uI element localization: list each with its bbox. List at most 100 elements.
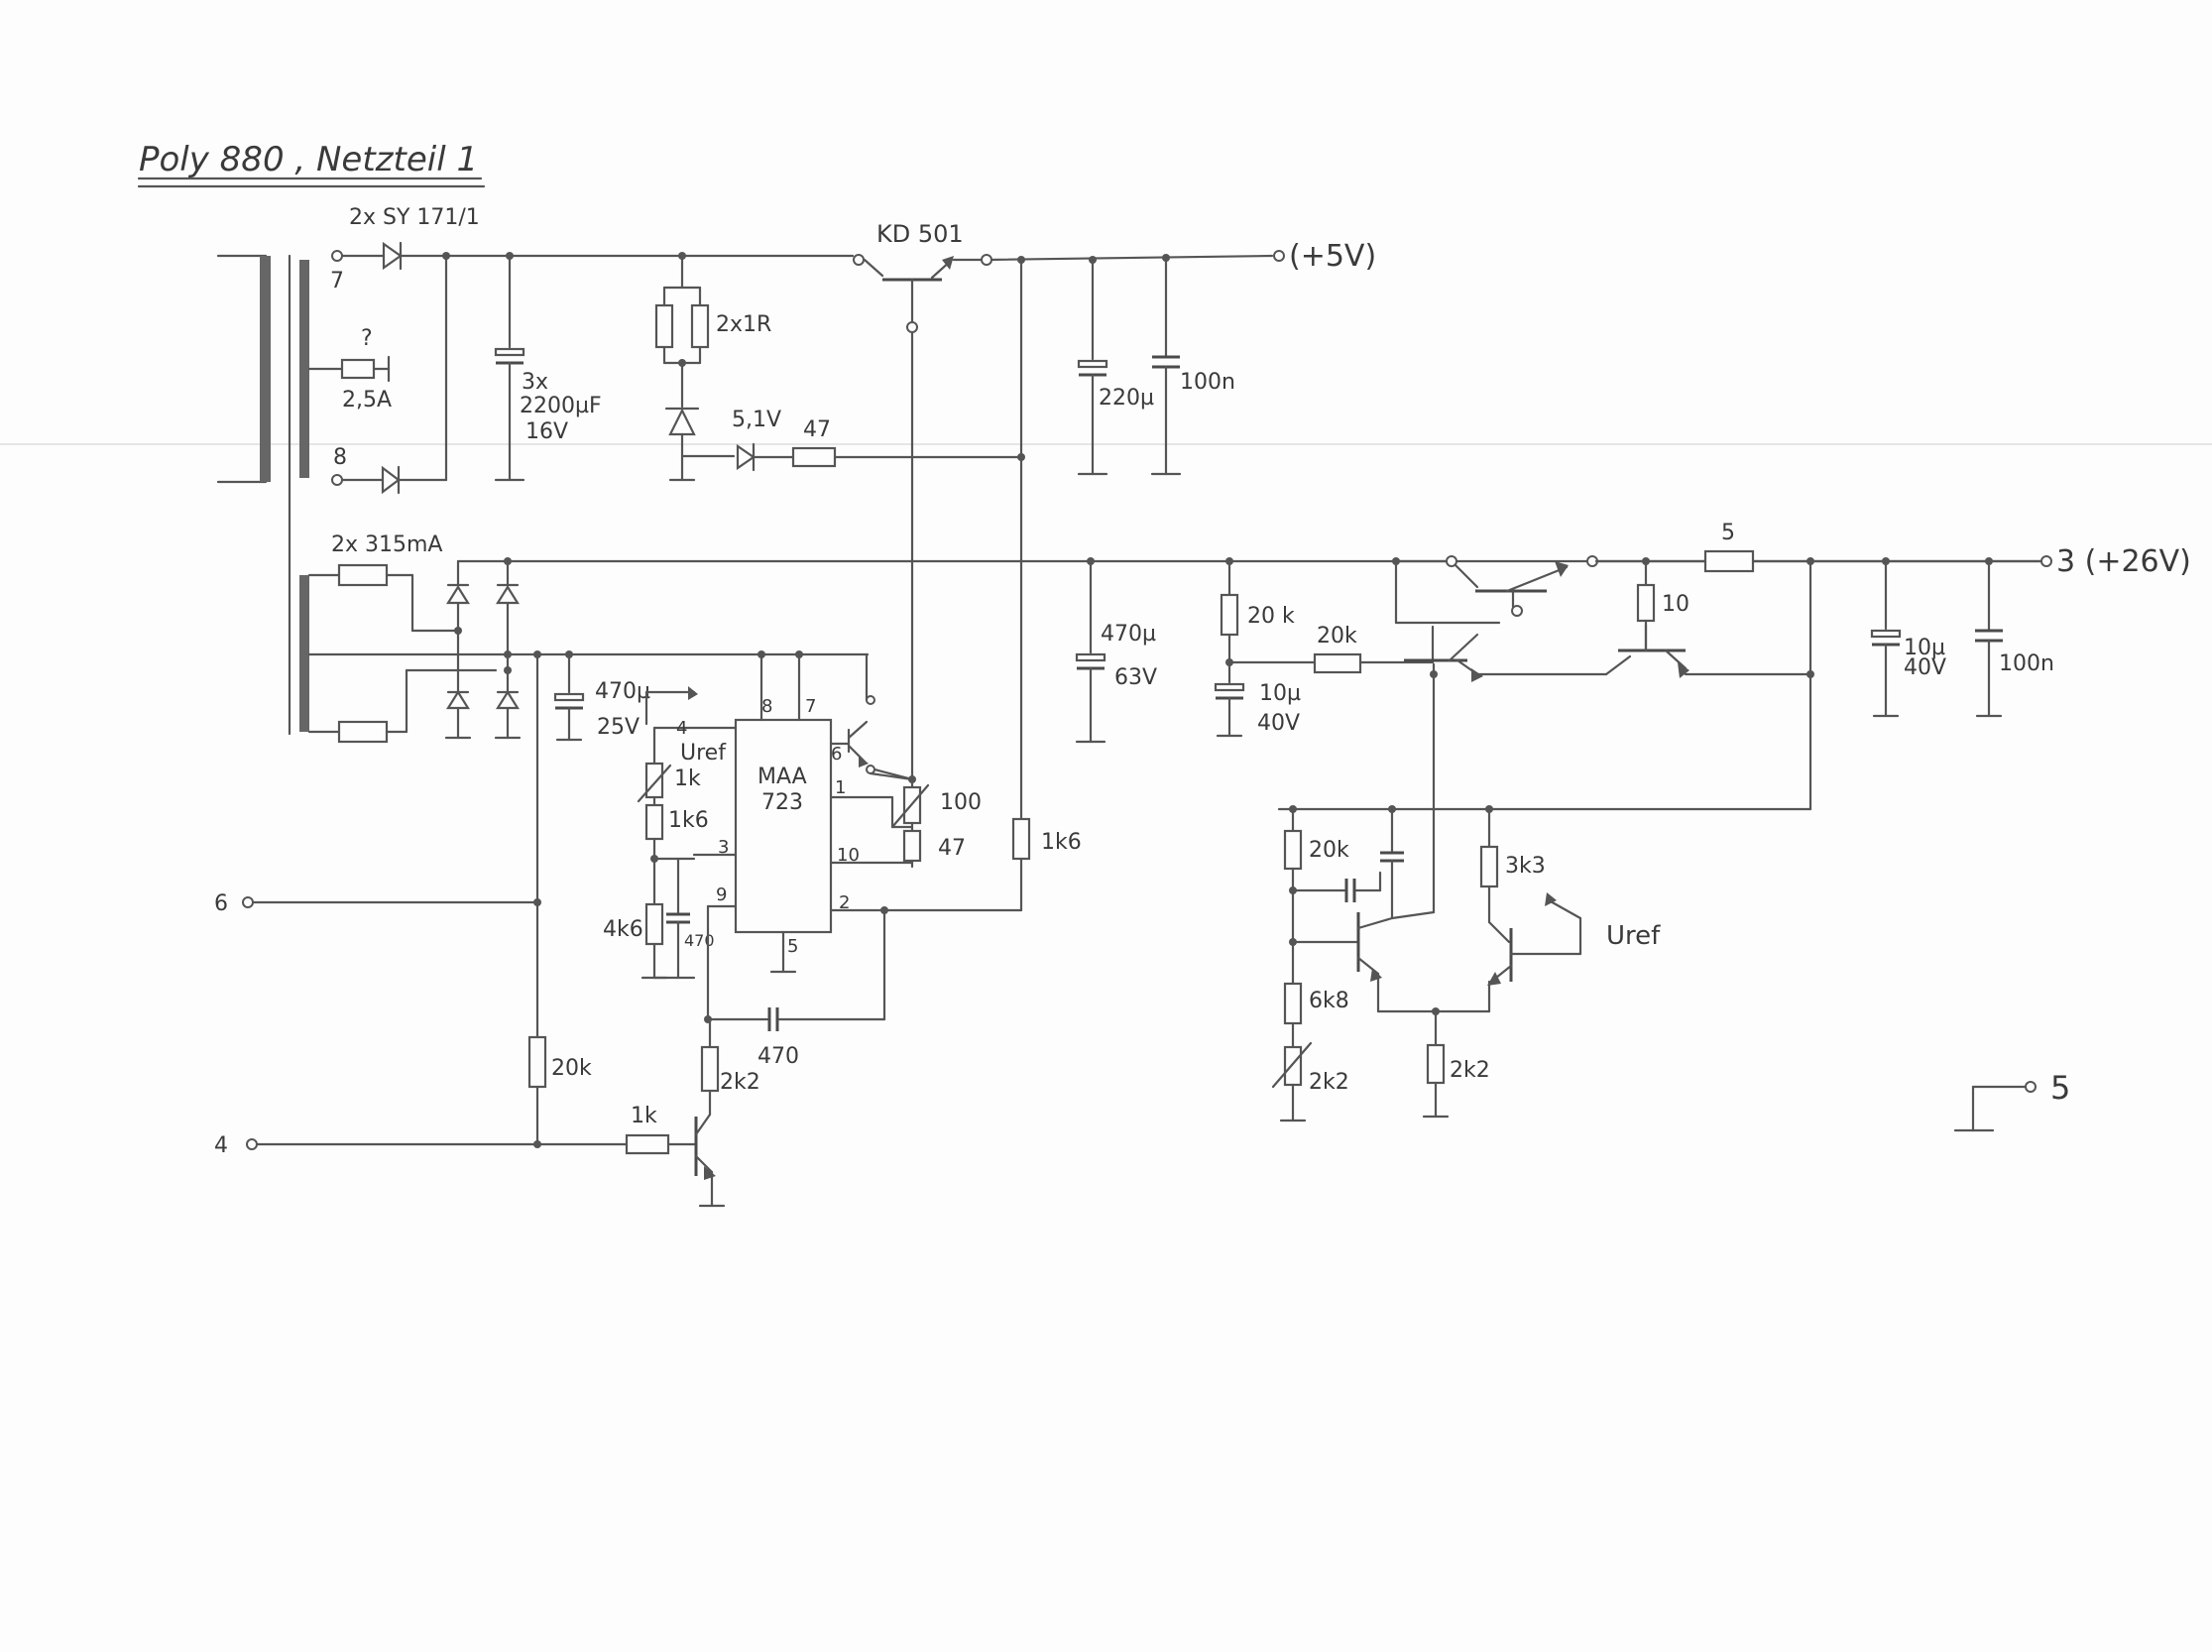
capacitor-220u <box>1077 256 1108 476</box>
transformer <box>216 254 309 736</box>
cap-40v-a-label: 40V <box>1257 711 1300 736</box>
resistor-10 <box>1636 557 1656 652</box>
pot-100-label: 100 <box>940 790 982 815</box>
res-20k-d-label: 20k <box>1309 838 1349 863</box>
divider-20k-10u <box>1214 557 1435 738</box>
cap-470u-63v-b-label: 63V <box>1114 665 1157 690</box>
transistor-shutdown <box>694 904 886 1208</box>
capacitor-100n-a <box>1150 254 1182 476</box>
res-1k6-a-label: 1k6 <box>668 808 709 833</box>
cap-100n-b-label: 100n <box>1999 651 2054 676</box>
transistors-pass <box>1392 555 1812 682</box>
capacitor-470u-25v <box>553 650 585 742</box>
res-6k8-label: 6k8 <box>1309 989 1349 1013</box>
terminal-5-label: 5 <box>2050 1069 2070 1107</box>
res-3k3-label: 3k3 <box>1505 854 1546 879</box>
cap-10u-b-label: 10µ <box>1904 636 1945 660</box>
ic-pin8-label: 8 <box>761 696 772 717</box>
cap-220u-label: 220µ <box>1099 386 1154 411</box>
ic-pin5-label: 5 <box>787 936 798 957</box>
kd501-label: KD 501 <box>876 220 964 248</box>
diode-d1 <box>382 241 403 271</box>
ic-pin7-label: 7 <box>805 696 816 717</box>
cap-470u-25v-b-label: 25V <box>597 715 640 740</box>
ic-pin3-label: 3 <box>718 837 729 858</box>
current-limit-resistors <box>869 771 930 869</box>
capacitor-470u-63v <box>1075 557 1106 744</box>
ic-pin9-label: 9 <box>716 885 727 905</box>
capacitor-100n-b <box>1975 557 2003 718</box>
output-26v-terminal <box>2040 555 2052 567</box>
ic-pin10-label: 10 <box>837 845 860 866</box>
res-20k-a-label: 20 k <box>1247 604 1295 629</box>
error-amplifier <box>1277 662 1812 1015</box>
fuse-2-5a <box>307 355 391 383</box>
res-1k6-b-label: 1k6 <box>1041 830 1082 855</box>
capacitor-2200uf <box>494 252 525 482</box>
fuse-2-5a-label: 2,5A <box>342 388 392 413</box>
title-text: Poly 880 , Netzteil 1 <box>139 140 478 179</box>
ic-pin6-label: 6 <box>831 744 842 765</box>
transformer-core-primary <box>260 256 271 482</box>
pin-7-label: 7 <box>330 269 344 294</box>
cap-40v-b-label: 40V <box>1904 655 1946 680</box>
fuse-question-label: ? <box>361 326 373 351</box>
pot-1k-label: 1k <box>674 767 701 791</box>
cap-470u-63v-a-label: 470µ <box>1101 622 1156 647</box>
resistor-1k6-feedback <box>1011 817 1031 912</box>
capacitor-10u-40v <box>1870 557 1902 718</box>
fuses-2x315ma <box>307 563 870 744</box>
cap-16v-label: 16V <box>525 419 568 444</box>
output-26v-label: 3 (+26V) <box>2056 544 2191 579</box>
ic-pin2-label: 2 <box>839 892 850 913</box>
cap-470-b-label: 470 <box>757 1044 799 1069</box>
output-5v-label: (+5V) <box>1289 239 1376 274</box>
resistor-5 <box>1594 549 2042 573</box>
cap-10u-a-label: 10µ <box>1259 681 1301 706</box>
cap-470-a-label: 470 <box>684 931 715 950</box>
pot-2k2-label: 2k2 <box>1309 1070 1349 1095</box>
resistors-2x1r <box>654 252 710 367</box>
cap-3x-label: 3x <box>522 370 548 395</box>
res-47a-label: 47 <box>803 417 831 442</box>
fuses-2x315-label: 2x 315mA <box>331 532 442 557</box>
res-2x1r-label: 2x1R <box>716 312 771 337</box>
transformer-core-secondary-b <box>299 575 309 732</box>
resistor-20k-input <box>527 1035 547 1146</box>
res-20k-b-label: 20k <box>1317 624 1357 649</box>
cap-470u-25v-a-label: 470µ <box>595 679 650 704</box>
ic-pin4-label: 4 <box>676 718 687 739</box>
terminal-4: 4 <box>214 1133 696 1158</box>
uref-b-label: Uref <box>1606 921 1661 951</box>
cap-100n-a-label: 100n <box>1180 370 1235 395</box>
uref-a-label: Uref <box>680 741 727 766</box>
ic-pin1-label: 1 <box>835 777 846 798</box>
res-2k2-a-label: 2k2 <box>720 1070 760 1095</box>
res-10-label: 10 <box>1662 592 1689 617</box>
res-47b-label: 47 <box>938 836 966 861</box>
terminal-5-ground: 5 <box>1953 1069 2070 1132</box>
zener-label: 5,1V <box>732 408 781 432</box>
ic-name-b-label: 723 <box>761 790 803 815</box>
diodes-5v-label: 2x SY 171/1 <box>349 205 480 230</box>
transistor-kd501 <box>863 256 984 781</box>
ic-name-a-label: MAA <box>757 765 807 789</box>
rail-5v: (+5V) <box>331 239 1376 274</box>
res-20k-c-label: 20k <box>551 1056 592 1081</box>
terminal-4-label: 4 <box>214 1133 228 1158</box>
pin-8-label: 8 <box>333 445 347 470</box>
terminal-6: 6 <box>214 650 541 1039</box>
terminal-6-label: 6 <box>214 891 228 916</box>
res-2k2-b-label: 2k2 <box>1450 1058 1490 1083</box>
bias-resistors <box>1271 982 1450 1122</box>
res-5-label: 5 <box>1721 521 1735 545</box>
schematic-title: Poly 880 , Netzteil 1 <box>137 140 486 188</box>
transformer-core-secondary-a <box>299 260 309 478</box>
zener-diode <box>664 361 1025 482</box>
cap-2200-label: 2200µF <box>520 394 602 418</box>
reference-divider <box>637 726 696 980</box>
diode-d2 <box>331 252 450 495</box>
bridge-rectifier <box>444 557 2042 740</box>
ic-maa723 <box>652 650 1023 974</box>
